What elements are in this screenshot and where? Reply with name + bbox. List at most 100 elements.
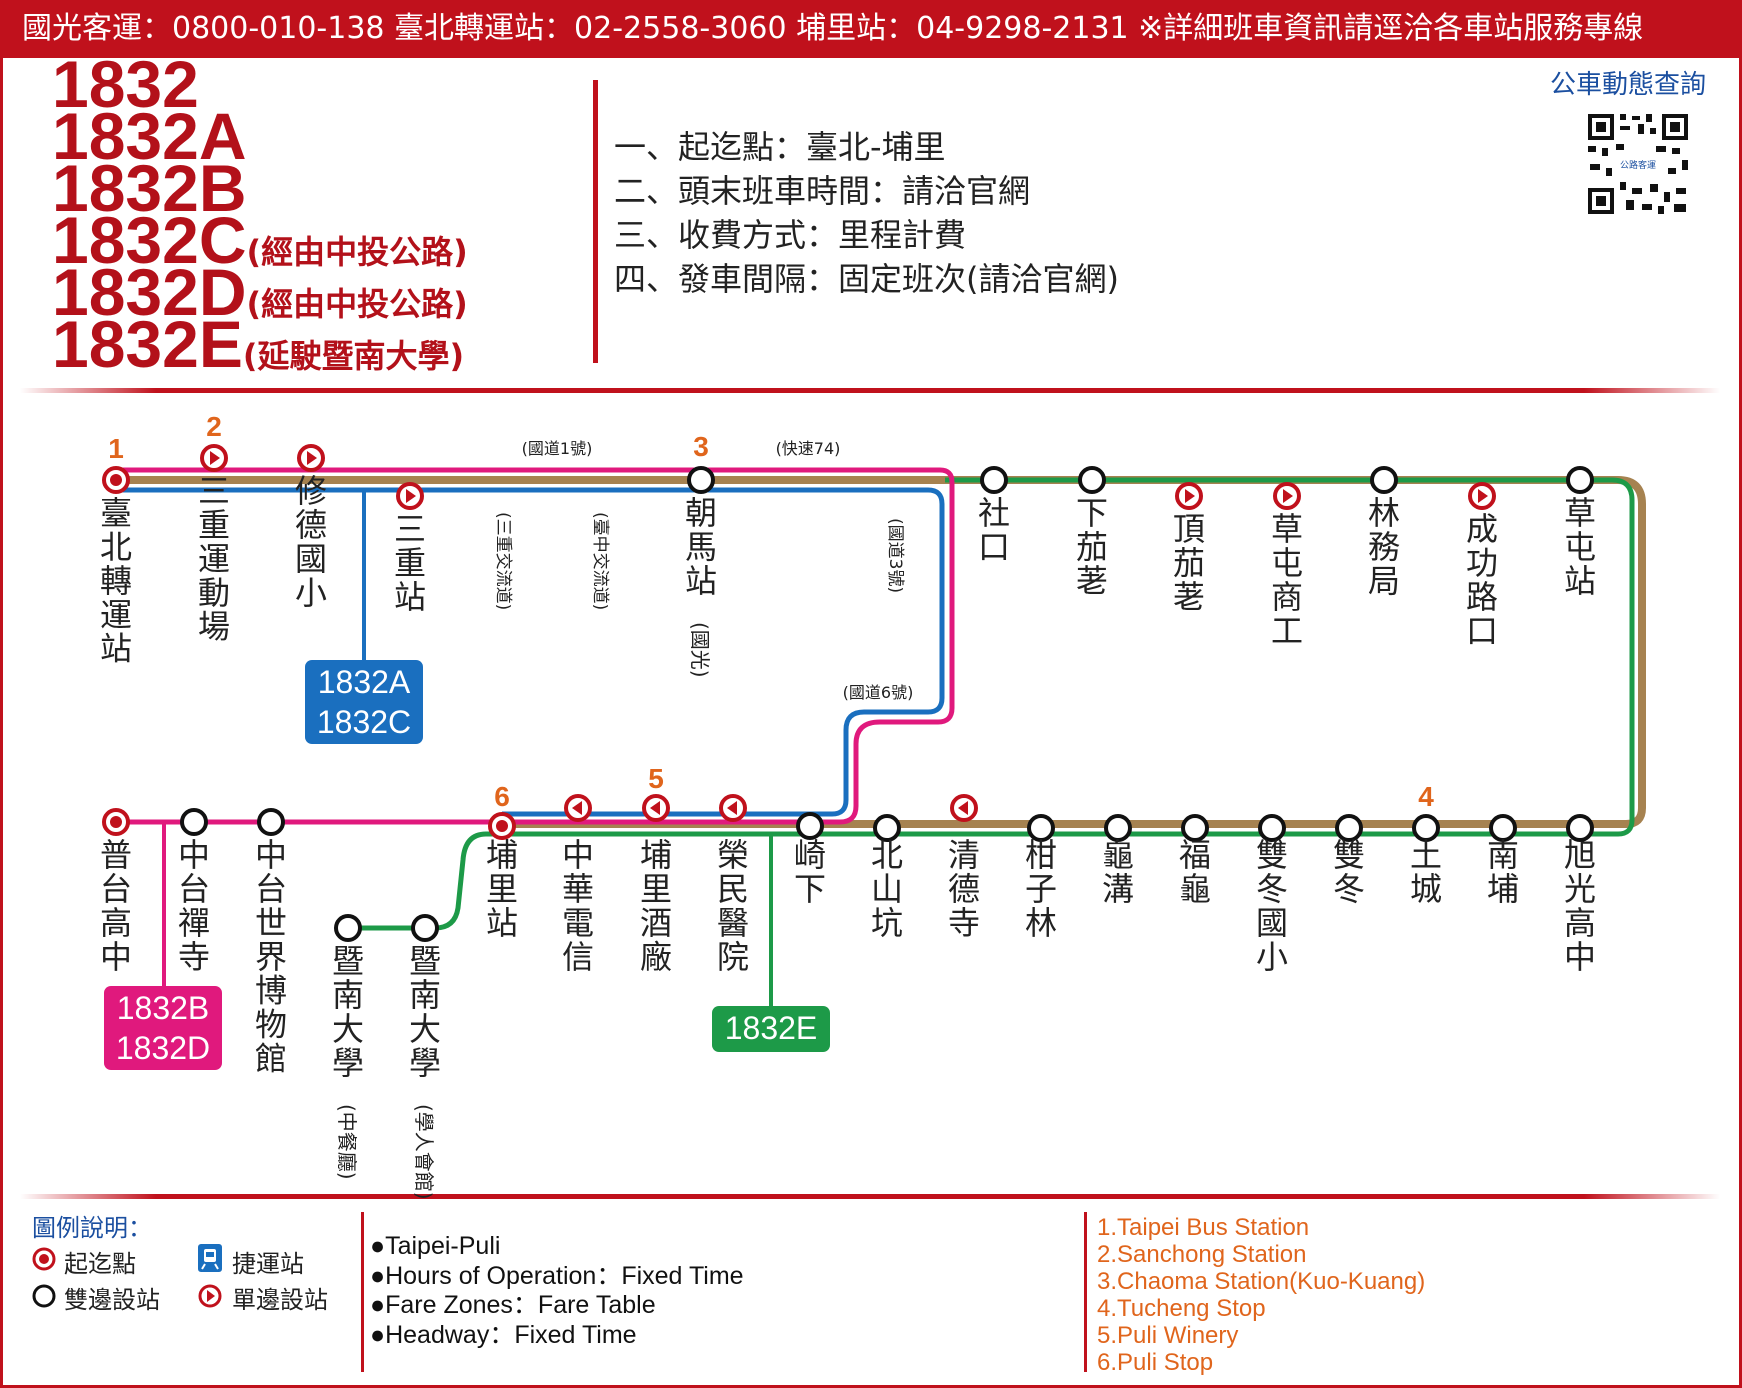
bottom-stop: 雙冬國小 bbox=[1256, 814, 1288, 976]
header-contact-text: 國光客運：0800-010-138 臺北轉運站：02-2558-3060 埔里站… bbox=[22, 11, 1644, 46]
stop-marker bbox=[297, 444, 325, 472]
stop-name: 修德國小 bbox=[295, 472, 327, 612]
route-number: 1832A bbox=[52, 99, 247, 173]
stop-marker bbox=[1104, 814, 1132, 842]
route-badge-label: 1832D bbox=[116, 1030, 210, 1066]
stop-marker bbox=[1273, 482, 1301, 510]
bottom-stop: 土城4 bbox=[1410, 781, 1442, 908]
english-info-line: ●Headway：Fixed Time bbox=[370, 1320, 637, 1349]
road-label: (國道6號) bbox=[843, 683, 914, 702]
stop-marker bbox=[396, 482, 424, 510]
stop-marker bbox=[257, 808, 285, 836]
bottom-stop: 中華電信 bbox=[562, 794, 594, 976]
english-stop: 2.Sanchong Station bbox=[1097, 1241, 1307, 1268]
stop-subname: (學人會館) bbox=[412, 1104, 436, 1200]
qr-center-text: 公路客運 bbox=[1620, 159, 1656, 171]
stop-number-label: 4 bbox=[1418, 781, 1434, 812]
stop-name: 成功路口 bbox=[1466, 510, 1498, 650]
stop-marker bbox=[1027, 814, 1055, 842]
bottom-stop: 中台世界博物館 bbox=[255, 808, 287, 1078]
stop-name: 草屯商工 bbox=[1271, 510, 1303, 650]
bottom-stop: 崎下 bbox=[794, 812, 826, 908]
stop-name: 中華電信 bbox=[562, 836, 594, 976]
route-badge-label: 1832E bbox=[725, 1010, 818, 1046]
info-line: 一、起迄點：臺北-埔里 bbox=[614, 128, 946, 166]
top-stop: 朝馬站 (國光) 3 bbox=[685, 431, 717, 678]
stop-name: 草屯站 bbox=[1564, 494, 1596, 600]
english-stop-list: 1.Taipei Bus Station 2.Sanchong Station … bbox=[1097, 1214, 1425, 1376]
top-stop: 三重站 bbox=[394, 482, 426, 616]
stop-marker bbox=[334, 914, 362, 942]
stop-marker bbox=[796, 812, 824, 840]
stop-marker bbox=[1489, 814, 1517, 842]
top-stop: 成功路口 bbox=[1466, 482, 1498, 650]
legend-divider bbox=[1084, 1212, 1087, 1372]
stop-marker bbox=[1468, 482, 1496, 510]
stop-name: 臺北轉運站 bbox=[100, 494, 132, 668]
route-number-list: 1832 1832A 1832B 1832C(經由中投公路) 1832D(經由中… bbox=[52, 47, 468, 381]
legend-terminal-label: 起迄點 bbox=[64, 1250, 136, 1278]
stop-name: 雙冬 bbox=[1333, 836, 1365, 908]
stop-name: 崎下 bbox=[794, 836, 826, 908]
info-line: 四、發車間隔：固定班次(請洽官網) bbox=[614, 260, 1119, 298]
info-line: 二、頭末班車時間：請洽官網 bbox=[614, 172, 1031, 210]
stop-number-label: 5 bbox=[648, 763, 664, 794]
stop-name: 朝馬站 bbox=[685, 494, 717, 600]
route-number: 1832E(延駛暨南大學) bbox=[52, 307, 465, 381]
english-stop: 6.Puli Stop bbox=[1097, 1349, 1214, 1376]
stop-name: 社口 bbox=[978, 494, 1010, 566]
header-bar: 國光客運：0800-010-138 臺北轉運站：02-2558-3060 埔里站… bbox=[0, 0, 1742, 58]
stop-marker bbox=[1258, 814, 1286, 842]
top-stop: 社口 bbox=[978, 466, 1010, 566]
stop-marker bbox=[564, 794, 592, 822]
english-stop: 1.Taipei Bus Station bbox=[1097, 1214, 1310, 1241]
bottom-stop: 南埔 bbox=[1487, 814, 1519, 908]
road-label: (臺中交流道) bbox=[590, 512, 610, 610]
bottom-stop: 暨南大學 (中餐廳) bbox=[332, 914, 364, 1180]
legend-two-way-label: 雙邊設站 bbox=[64, 1286, 160, 1314]
road-label-group: (國道1號)(快速74)(三重交流道)(臺中交流道)(國道3號)(國道6號) bbox=[493, 439, 913, 702]
stop-name: 旭光高中 bbox=[1564, 836, 1596, 976]
section-divider bbox=[20, 1194, 1720, 1199]
legend-mrt-label: 捷運站 bbox=[232, 1250, 304, 1278]
english-stop: 5.Puli Winery bbox=[1097, 1322, 1239, 1349]
legend-one-way-label: 單邊設站 bbox=[232, 1286, 328, 1314]
stop-marker bbox=[102, 808, 130, 836]
road-label: (快速74) bbox=[776, 439, 841, 458]
stop-name: 暨南大學 bbox=[332, 942, 364, 1082]
stop-name: 龜溝 bbox=[1102, 836, 1134, 908]
stop-marker bbox=[1566, 814, 1594, 842]
english-stop: 3.Chaoma Station(Kuo-Kuang) bbox=[1097, 1268, 1426, 1295]
stop-name: 柑子林 bbox=[1025, 836, 1057, 942]
top-stop: 草屯站 bbox=[1564, 466, 1596, 600]
top-stop: 草屯商工 bbox=[1271, 482, 1303, 650]
qr-code[interactable]: 公路客運 bbox=[1586, 112, 1690, 216]
stop-name: 雙冬國小 bbox=[1256, 836, 1288, 976]
route-number: 1832 bbox=[52, 47, 199, 121]
stop-marker bbox=[1370, 466, 1398, 494]
route-badge-label: 1832B bbox=[117, 990, 210, 1026]
stop-name: 頂茄荖 bbox=[1173, 510, 1205, 616]
bottom-stop: 旭光高中 bbox=[1564, 814, 1596, 976]
two-way-stop-icon bbox=[32, 1284, 56, 1308]
stop-subname: (中餐廳) bbox=[335, 1104, 359, 1180]
stop-marker bbox=[1412, 814, 1440, 842]
route-badge: 1832E bbox=[712, 1006, 830, 1052]
stop-name: 北山坑 bbox=[871, 836, 903, 942]
stop-number-label: 3 bbox=[693, 431, 709, 462]
info-line: 三、收費方式：里程計費 bbox=[614, 216, 967, 254]
route-line-pink bbox=[116, 467, 955, 825]
stop-marker bbox=[1335, 814, 1363, 842]
road-label: (三重交流道) bbox=[493, 512, 513, 610]
stop-name: 福龜 bbox=[1179, 836, 1211, 908]
top-stop-group: 臺北轉運站1三重運動場2修德國小三重站朝馬站(國光)3社口下茄荖頂茄荖草屯商工林… bbox=[100, 411, 1596, 678]
mrt-station-icon bbox=[198, 1244, 222, 1272]
stop-subname: (國光) bbox=[688, 622, 712, 678]
route-line-blue bbox=[116, 487, 945, 817]
